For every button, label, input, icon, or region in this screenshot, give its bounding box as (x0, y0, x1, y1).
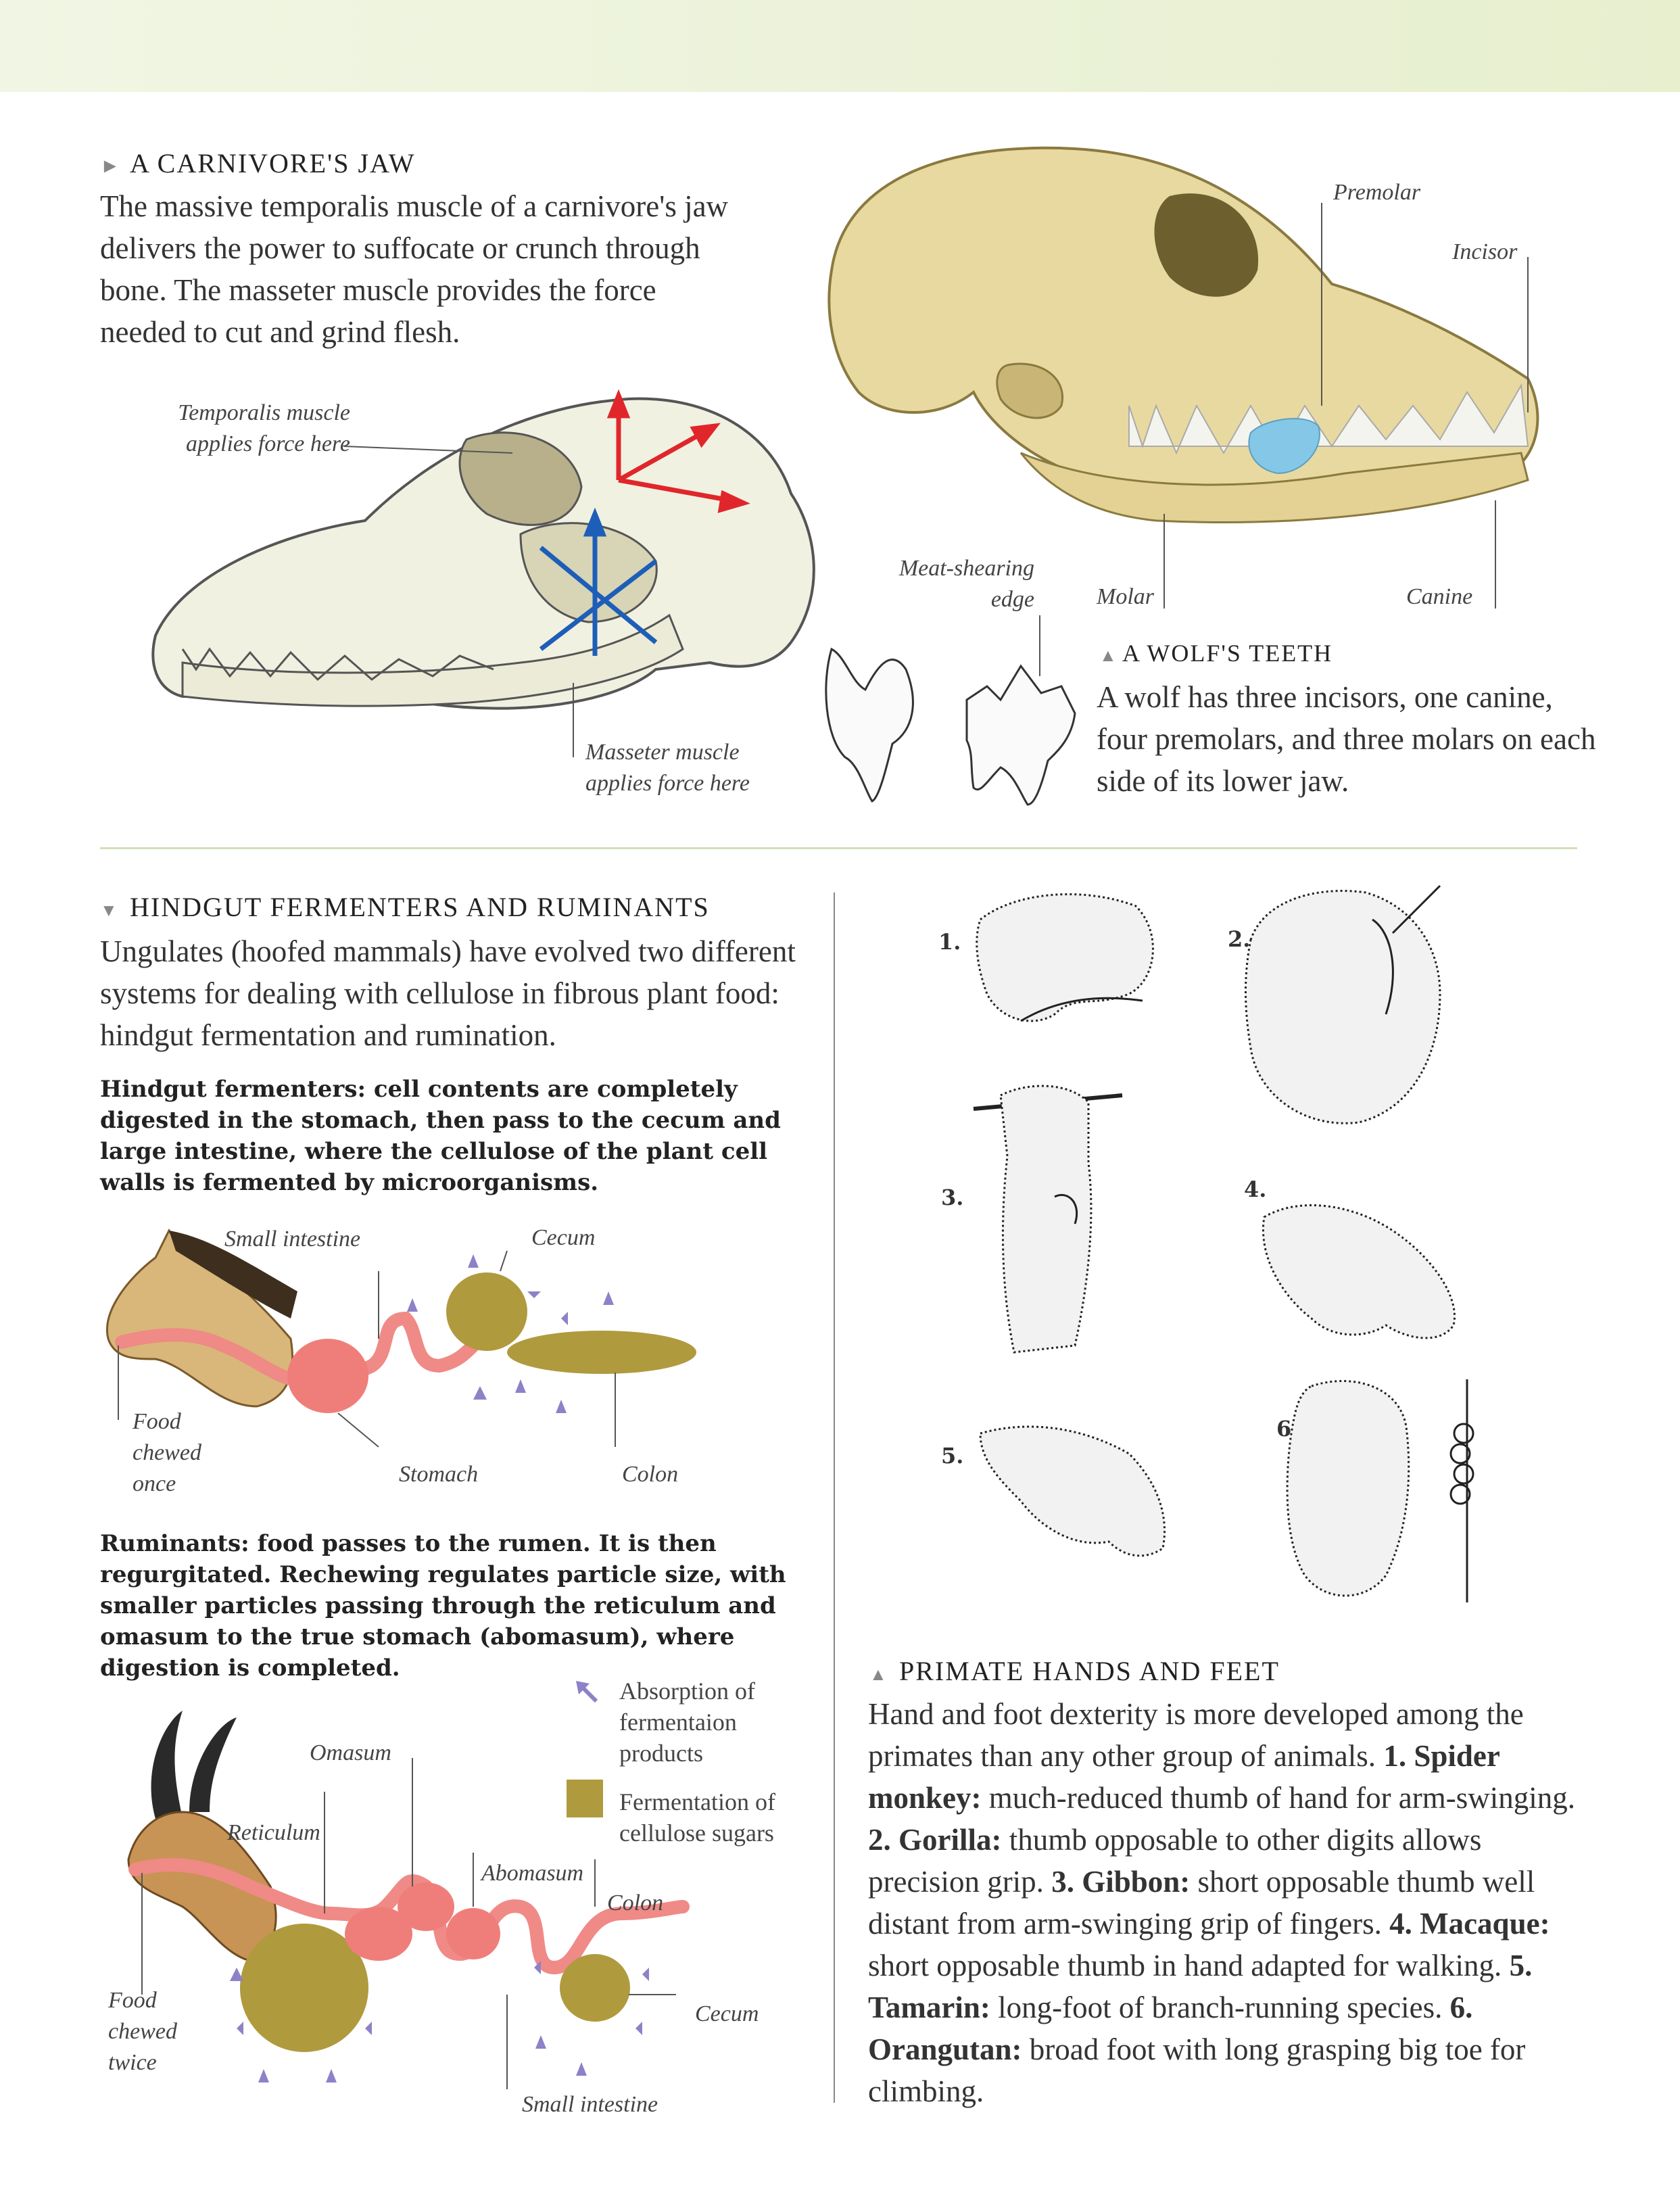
gazelle-absorption-arrows (230, 1961, 649, 2082)
gazelle-digestive-diagram (127, 1711, 690, 2089)
gazelle-rumen (240, 1924, 368, 2052)
horse-gut-tube (115, 1311, 507, 1387)
ruminant-caption: Ruminants: food passes to the rumen. It … (100, 1530, 786, 1682)
primate-item-2: 2. Gorilla: thumb opposable to other dig… (868, 1823, 1482, 1899)
gazelle-small-intestine-label: Small intestine (522, 2092, 658, 2117)
masseter-label: Masseter muscle applies force here (585, 740, 750, 796)
primate-item-5: 5. Tamarin: long-foot of branch-running … (868, 1949, 1533, 2024)
temporalis-pointer-line (343, 446, 513, 454)
orangutan-foot-drawing (1286, 1379, 1474, 1602)
top-color-band (0, 0, 1680, 92)
horse-digestive-diagram (106, 1229, 696, 1448)
primate-item-4: 4. Macaque: short opposable thumb in han… (868, 1907, 1550, 1982)
dog-eye-socket (1154, 193, 1259, 297)
gazelle-abomasum (446, 1908, 500, 1959)
carnivore-jaw-heading: ►A CARNIVORE'S JAW (100, 148, 416, 178)
premolar-tooth-drawing (825, 647, 914, 803)
premolar-label: Premolar (1333, 180, 1421, 205)
omasum-label: Omasum (310, 1740, 391, 1765)
up-arrow-icon: ▲ (869, 1665, 888, 1684)
primate-intro: Hand and foot dexterity is more develope… (868, 1697, 1524, 1773)
molar-label: Molar (1097, 584, 1154, 609)
horse-cecum-label: Cecum (531, 1225, 596, 1250)
figure-number-2: 2. (1228, 926, 1251, 952)
legend-fermentation: Fermentation of cellulose sugars (619, 1788, 775, 1847)
molar-tooth-drawing (965, 664, 1076, 806)
teeth-row (181, 647, 494, 682)
horse-cecum (446, 1272, 527, 1351)
figure-number-4: 4. (1244, 1176, 1267, 1202)
gibbon-hand-drawing (973, 1085, 1123, 1354)
canine-pointer-line (1495, 500, 1496, 609)
gazelle-food-label: Food chewed twice (108, 1988, 177, 2075)
incisor-label: Incisor (1452, 239, 1518, 264)
gazelle-cecum-label: Cecum (695, 2001, 759, 2026)
horse-small-intestine-label: Small intestine (224, 1227, 361, 1252)
carnivore-jaw-body: The massive temporalis muscle of a carni… (100, 189, 729, 349)
masseter-force-arrows (539, 507, 658, 656)
gazelle-gut-tube (128, 1858, 690, 1975)
column-divider (834, 892, 835, 2103)
absorption-arrow-icon (576, 1681, 598, 1703)
primate-item-1: 1. Spider monkey: much-reduced thumb of … (868, 1739, 1576, 1815)
molar-pointer-line (1163, 514, 1165, 609)
right-arrow-icon: ► (100, 155, 122, 177)
reticulum-label: Reticulum (227, 1820, 320, 1845)
horse-colon (507, 1331, 696, 1374)
dog-jaw (1019, 452, 1529, 523)
gazelle-horns (151, 1711, 237, 1819)
wolf-teeth-heading: ▲A WOLF'S TEETH (1099, 640, 1333, 667)
meat-shearing-pointer-line (1039, 615, 1040, 676)
primate-heading: ▲PRIMATE HANDS AND FEET (869, 1656, 1280, 1686)
meat-shearing-label: Meat-shearing edge (898, 556, 1034, 612)
dog-skull-illustration (827, 146, 1539, 523)
horse-stomach (287, 1339, 368, 1413)
up-arrow-icon: ▲ (1099, 646, 1118, 665)
hindgut-body: Ungulates (hoofed mammals) have evolved … (100, 934, 796, 1052)
masseter-pointer-line (573, 683, 574, 757)
skull-eye-socket (458, 431, 583, 526)
macaque-hand-drawing (1262, 1204, 1456, 1339)
skull-cheek-arch (519, 522, 658, 623)
wolf-skull-illustration (151, 389, 815, 710)
horse-stomach-label: Stomach (399, 1462, 479, 1487)
dog-teeth (1128, 383, 1529, 455)
primate-text: Hand and foot dexterity is more develope… (868, 1693, 1598, 2112)
legend-absorption: Absorption of fermentaion products (619, 1677, 755, 1767)
gazelle-cecum (560, 1954, 630, 2022)
horse-colon-label: Colon (622, 1462, 679, 1487)
dog-ear-hole (996, 362, 1063, 419)
figure-number-3: 3. (941, 1185, 964, 1210)
gazelle-omasum (398, 1882, 454, 1931)
gazelle-head (127, 1811, 277, 1962)
temporalis-force-arrows (606, 389, 750, 513)
gorilla-hand-drawing (1245, 884, 1441, 1124)
tamarin-foot-drawing (979, 1425, 1166, 1557)
figure-number-1: 1. (938, 929, 961, 955)
temporalis-label: Temporalis muscle applies force here (178, 400, 350, 456)
hindgut-heading: ▼HINDGUT FERMENTERS AND RUMINANTS (100, 892, 710, 922)
highlighted-carnassial-tooth (1248, 418, 1320, 475)
figure-number-5: 5. (941, 1443, 964, 1469)
wolf-teeth-body: A wolf has three incisors, one canine, f… (1097, 680, 1596, 798)
horse-mane (169, 1231, 297, 1318)
canine-label: Canine (1406, 584, 1473, 609)
primate-item-3: 3. Gibbon: short opposable thumb well di… (868, 1865, 1535, 1941)
gazelle-reticulum (345, 1907, 412, 1961)
fermentation-swatch (567, 1780, 603, 1817)
section-divider (100, 847, 1577, 849)
gazelle-colon-label: Colon (607, 1890, 664, 1915)
down-arrow-icon: ▼ (100, 901, 119, 920)
horse-food-label: Food chewed once (133, 1409, 201, 1496)
abomasum-label: Abomasum (481, 1861, 584, 1886)
hindgut-caption: Hindgut fermenters: cell contents are co… (100, 1076, 781, 1196)
horse-absorption-arrows (407, 1254, 614, 1413)
spider-monkey-hand-drawing (976, 893, 1154, 1022)
primate-item-6: 6. Orangutan: broad foot with long grasp… (868, 1991, 1526, 2108)
